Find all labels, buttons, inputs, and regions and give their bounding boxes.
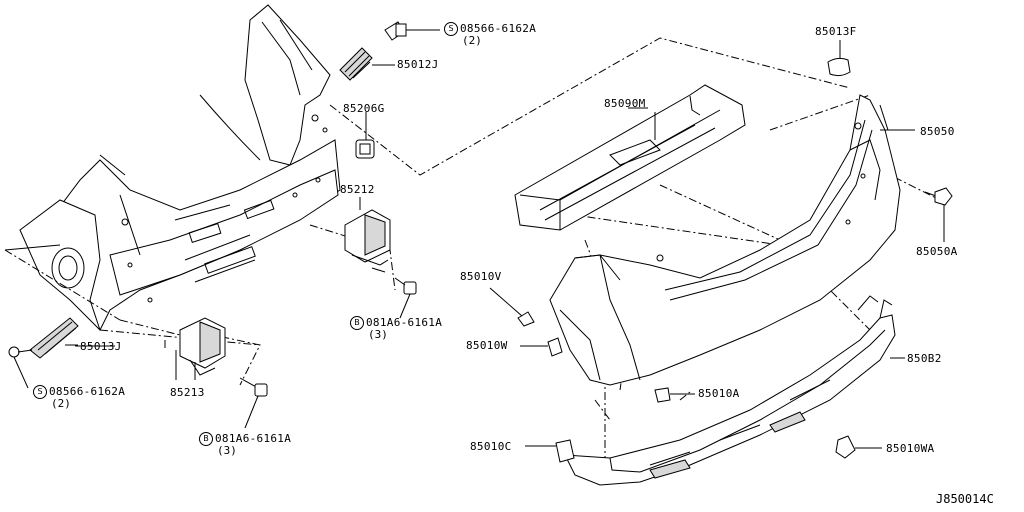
label-85010WA: 85010WA [886, 442, 935, 455]
lower-valance-850B2 [564, 295, 905, 486]
label-85010W: 85010W [466, 339, 508, 352]
label-850B2: 850B2 [907, 352, 942, 365]
part-quantity: (3) [217, 444, 237, 457]
bracket-85212 [344, 197, 391, 273]
clip-85206G [355, 112, 375, 159]
bolt-08566-top [384, 21, 440, 41]
bracket-85013J [8, 317, 79, 389]
bumper-fascia-85050 [549, 94, 901, 386]
part-number: 081A6-6161A [215, 432, 292, 445]
label-85013F: 85013F [815, 25, 857, 38]
energy-absorber-85090M [514, 84, 746, 231]
symbol-s: S [33, 385, 47, 399]
clip-85010V [489, 287, 535, 327]
label-85010A: 85010A [698, 387, 740, 400]
grommet-85013F [827, 40, 851, 77]
label-85010C: 85010C [470, 440, 512, 453]
bracket-85213 [179, 317, 226, 380]
label-85050A: 85050A [916, 245, 958, 258]
symbol-b: B [199, 432, 213, 446]
label-85206G: 85206G [343, 102, 385, 115]
clip-85010C [525, 439, 575, 463]
clip-85010W [520, 337, 563, 357]
symbol-b: B [350, 316, 364, 330]
part-quantity: (3) [368, 328, 388, 341]
label-85212: 85212 [340, 183, 375, 196]
part-quantity: (2) [51, 397, 71, 410]
bolt-081A6-mid [394, 277, 417, 319]
label-85010V: 85010V [460, 270, 502, 283]
bolt-85010A [654, 387, 695, 403]
part-number: 08566-6162A [460, 22, 537, 35]
label-85090M: 85090M [604, 97, 646, 110]
bolt-081A6-bottom [239, 377, 268, 429]
clip-85010WA [835, 435, 882, 459]
clip-85050A [924, 187, 953, 242]
rear-body-panel [4, 4, 341, 331]
symbol-s: S [444, 22, 458, 36]
label-85012J: 85012J [397, 58, 439, 71]
part-number: 08566-6162A [49, 385, 126, 398]
bracket-85012J [339, 47, 395, 81]
part-number: 081A6-6161A [366, 316, 443, 329]
part-quantity: (2) [462, 34, 482, 47]
label-85213: 85213 [170, 386, 205, 399]
label-85013J: 85013J [80, 340, 122, 353]
label-85050: 85050 [920, 125, 955, 138]
leader-lines [75, 107, 915, 380]
diagram-code: J850014C [936, 492, 994, 506]
